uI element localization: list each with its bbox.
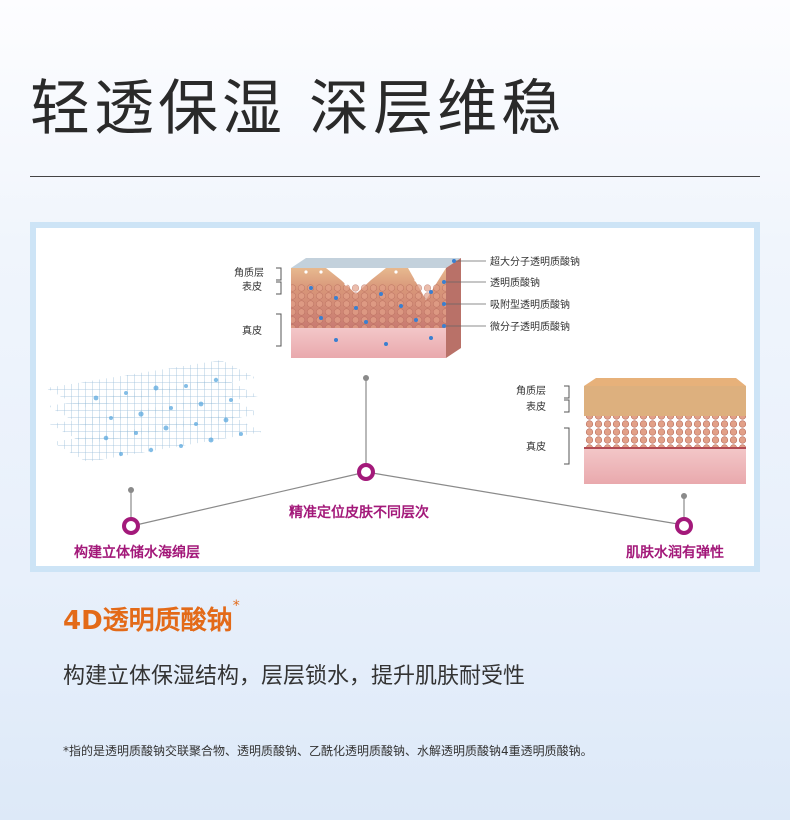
top-right-label-2: 吸附型透明质酸钠 bbox=[490, 298, 570, 311]
top-skin-left-labels bbox=[276, 267, 282, 347]
left-label: 构建立体储水海绵层 bbox=[74, 545, 200, 561]
diagram-panel: 角质层 表皮 真皮 超大分子透明质酸钠 透明质酸钠 吸附型透明质酸钠 微分子透明… bbox=[30, 222, 760, 572]
top-right-label-1: 透明质酸钠 bbox=[490, 276, 540, 289]
top-label-epidermis: 表皮 bbox=[242, 280, 262, 293]
top-label-stratum-corneum: 角质层 bbox=[234, 267, 264, 279]
description: 构建立体保湿结构，层层锁水，提升肌肤耐受性 bbox=[63, 664, 526, 689]
right-skin-block bbox=[584, 378, 746, 484]
right-label-stratum-corneum: 角质层 bbox=[516, 385, 546, 397]
top-skin-pointer-lines bbox=[446, 260, 486, 327]
subhead-mark: * bbox=[232, 598, 240, 614]
right-skin-brackets bbox=[564, 385, 570, 465]
top-label-dermis: 真皮 bbox=[242, 324, 262, 337]
divider bbox=[30, 176, 760, 177]
connector-lines bbox=[130, 378, 685, 526]
sponge-mesh-illustration bbox=[46, 360, 262, 462]
node-markers bbox=[122, 463, 693, 535]
headline: 轻透保湿 深层维稳 bbox=[30, 74, 566, 144]
subhead: 4D透明质酸钠* bbox=[63, 598, 240, 637]
top-right-label-3: 微分子透明质酸钠 bbox=[490, 320, 570, 333]
center-label: 精准定位皮肤不同层次 bbox=[289, 505, 429, 521]
right-label-dermis: 真皮 bbox=[526, 440, 546, 453]
footnote: *指的是透明质酸钠交联聚合物、透明质酸钠、乙酰化透明质酸钠、水解透明质酸钠4重透… bbox=[63, 744, 593, 758]
subhead-text: 4D透明质酸钠 bbox=[63, 606, 233, 636]
right-label-epidermis: 表皮 bbox=[526, 400, 546, 413]
top-skin-block bbox=[291, 258, 461, 358]
right-label: 肌肤水润有弹性 bbox=[626, 545, 724, 561]
top-right-label-0: 超大分子透明质酸钠 bbox=[490, 255, 580, 268]
diagram-illustration: 角质层 表皮 真皮 超大分子透明质酸钠 透明质酸钠 吸附型透明质酸钠 微分子透明… bbox=[46, 255, 746, 535]
